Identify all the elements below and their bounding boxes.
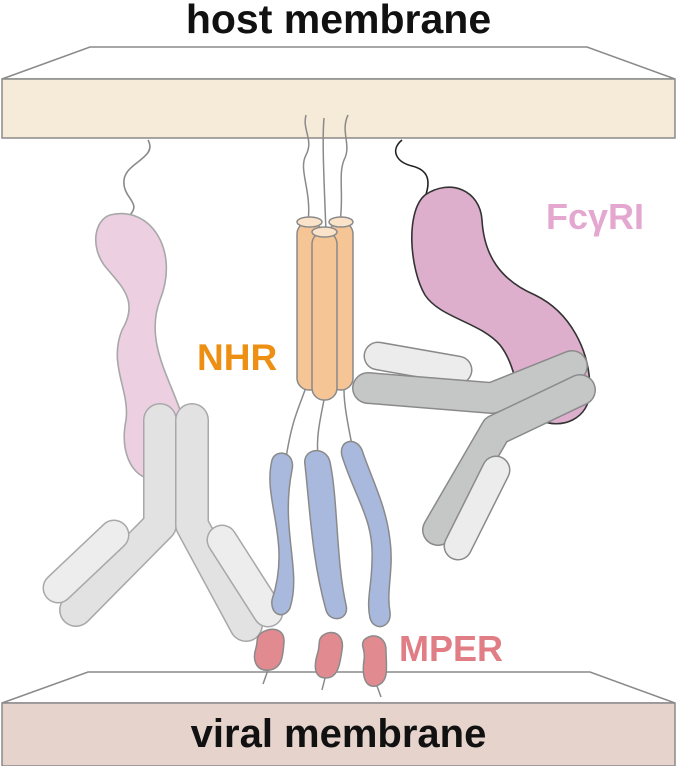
mper-domains [253,628,388,698]
left-antibody [42,403,284,642]
mper-label: MPER [399,628,504,669]
chr-middle [304,450,348,620]
host-membrane [1,46,676,139]
mper-right [361,635,388,687]
chr-linker-1 [285,389,306,459]
right-antibody [352,341,596,561]
fc-receptor-label: FcγRI [546,196,645,237]
chr-linker-2 [316,399,325,456]
nhr-helix-bundle [296,216,354,401]
left-receptor-tether [123,139,151,216]
chr-left [269,452,295,616]
viral-membrane-title: viral membrane [190,712,487,756]
nhr-tether-3 [339,114,349,223]
host-membrane-title: host membrane [185,0,492,42]
mper-left [253,628,285,671]
right-receptor-tether [394,139,429,201]
nhr-tether-1 [302,114,310,223]
mper-middle [314,631,344,679]
nhr-helix-front [311,231,338,401]
chr-right [340,440,392,628]
chr-domains [269,440,392,628]
gp41-trimer [253,114,392,698]
viral-membrane [1,671,676,767]
nhr-label: NHR [197,337,278,378]
chr-linker-3 [343,389,353,446]
nhr-tether-2 [322,117,327,233]
